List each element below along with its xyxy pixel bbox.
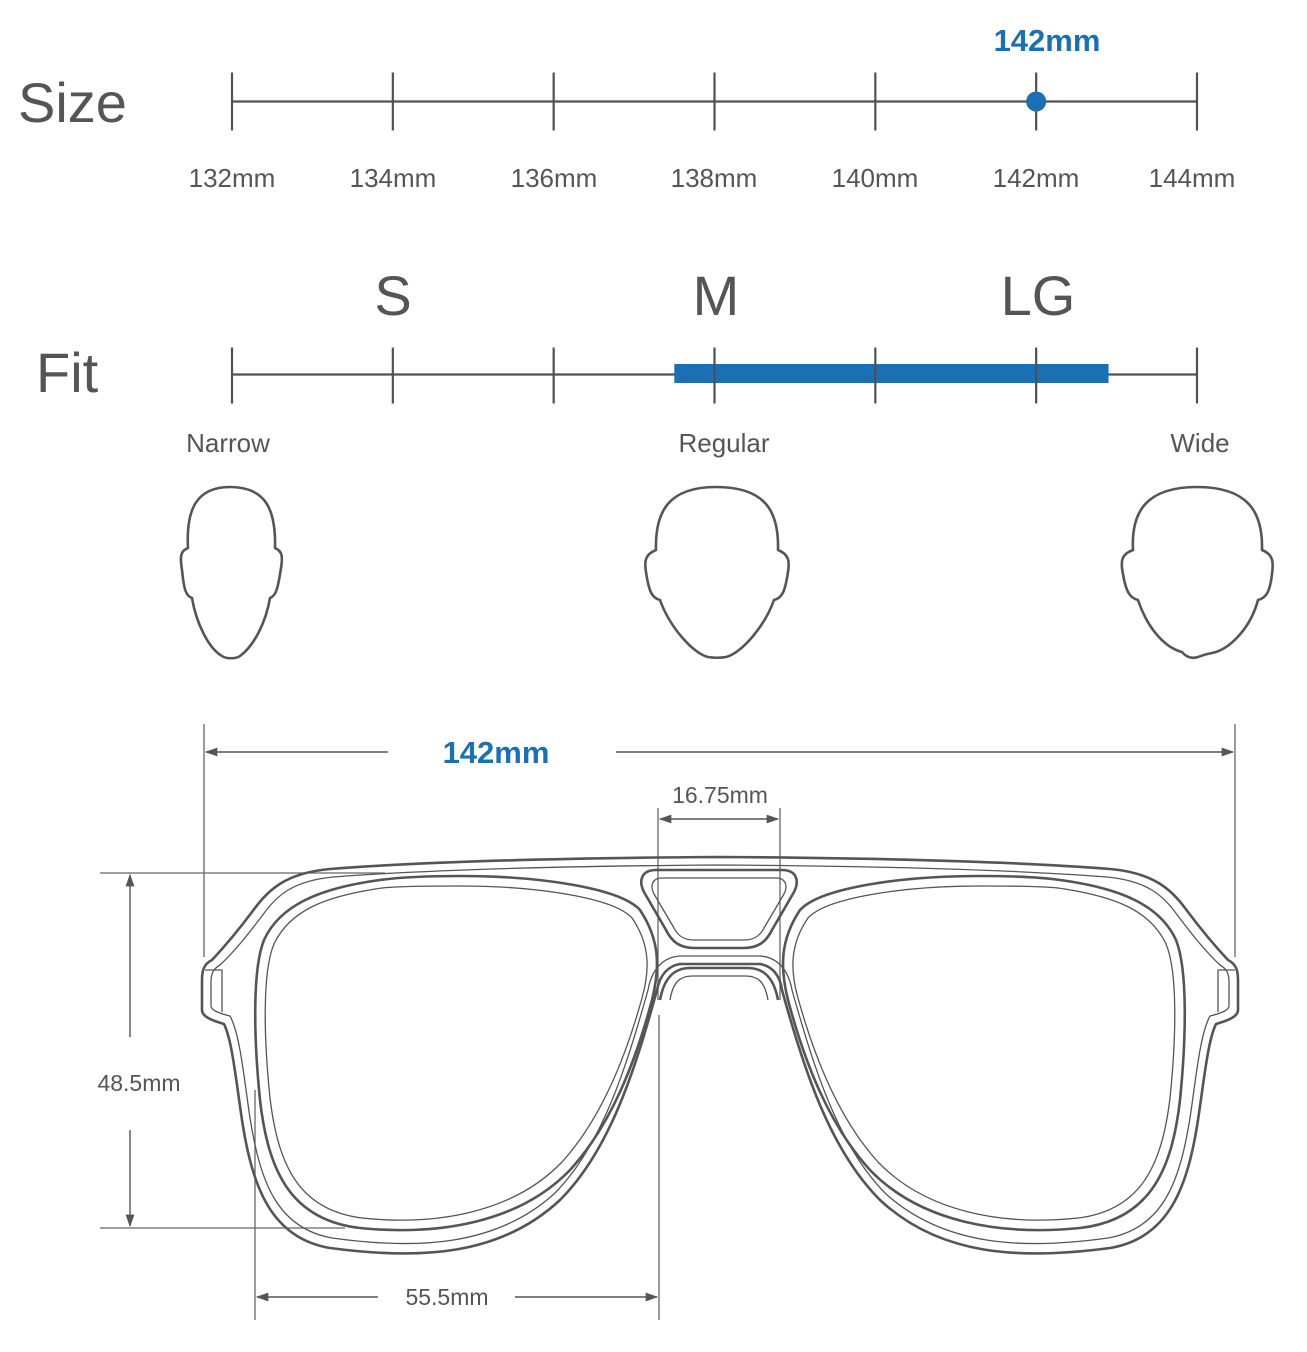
regular-face-icon bbox=[644, 485, 790, 660]
frame-width-label: 142mm bbox=[443, 735, 550, 770]
face-label-regular: Regular bbox=[678, 428, 769, 458]
size-tick-label: 142mm bbox=[993, 163, 1080, 193]
face-label-narrow: Narrow bbox=[186, 428, 270, 458]
fit-axis-ticks bbox=[230, 347, 1199, 404]
size-marker-dot bbox=[1026, 91, 1047, 112]
fit-size-label-m: M bbox=[693, 264, 740, 327]
fit-range-bar bbox=[674, 364, 1109, 383]
size-heading: Size bbox=[18, 71, 127, 134]
size-axis-tick-labels: 132mm 134mm 136mm 138mm 140mm 142mm 144m… bbox=[189, 163, 1236, 193]
size-marker-value: 142mm bbox=[994, 23, 1101, 58]
fit-size-label-lg: LG bbox=[1001, 264, 1076, 327]
narrow-face-icon bbox=[179, 485, 284, 660]
fit-heading: Fit bbox=[36, 341, 99, 404]
wide-face-icon bbox=[1120, 485, 1274, 660]
sunglasses-frame-icon bbox=[200, 855, 1240, 1255]
lens-width-label: 55.5mm bbox=[405, 1284, 488, 1310]
face-label-wide: Wide bbox=[1170, 428, 1229, 458]
size-tick-label: 144mm bbox=[1149, 163, 1236, 193]
size-tick-label: 136mm bbox=[511, 163, 598, 193]
size-tick-label: 134mm bbox=[350, 163, 437, 193]
size-tick-label: 138mm bbox=[671, 163, 758, 193]
size-tick-label: 132mm bbox=[189, 163, 276, 193]
size-axis-ticks bbox=[230, 72, 1199, 131]
size-tick-label: 140mm bbox=[832, 163, 919, 193]
lens-height-label: 48.5mm bbox=[97, 1070, 180, 1096]
fit-size-label-s: S bbox=[374, 264, 411, 327]
bridge-width-label: 16.75mm bbox=[672, 782, 768, 808]
